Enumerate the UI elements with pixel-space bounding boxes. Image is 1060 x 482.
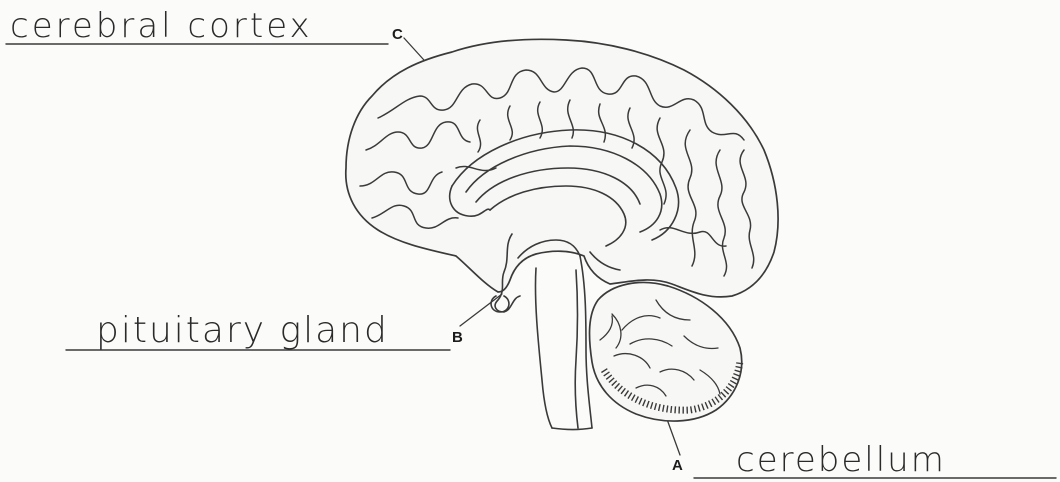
answer-cerebral-cortex[interactable]: cerebral cortex <box>10 6 313 46</box>
pointer-line-b <box>460 294 502 326</box>
answer-pituitary-gland[interactable]: pituitary gland <box>96 310 389 351</box>
answer-cerebellum[interactable]: cerebellum <box>736 440 946 480</box>
cerebellum-shape <box>590 282 742 421</box>
label-letter-c: C <box>392 26 403 43</box>
label-letter-b: B <box>452 329 463 346</box>
label-letter-a: A <box>672 457 683 474</box>
